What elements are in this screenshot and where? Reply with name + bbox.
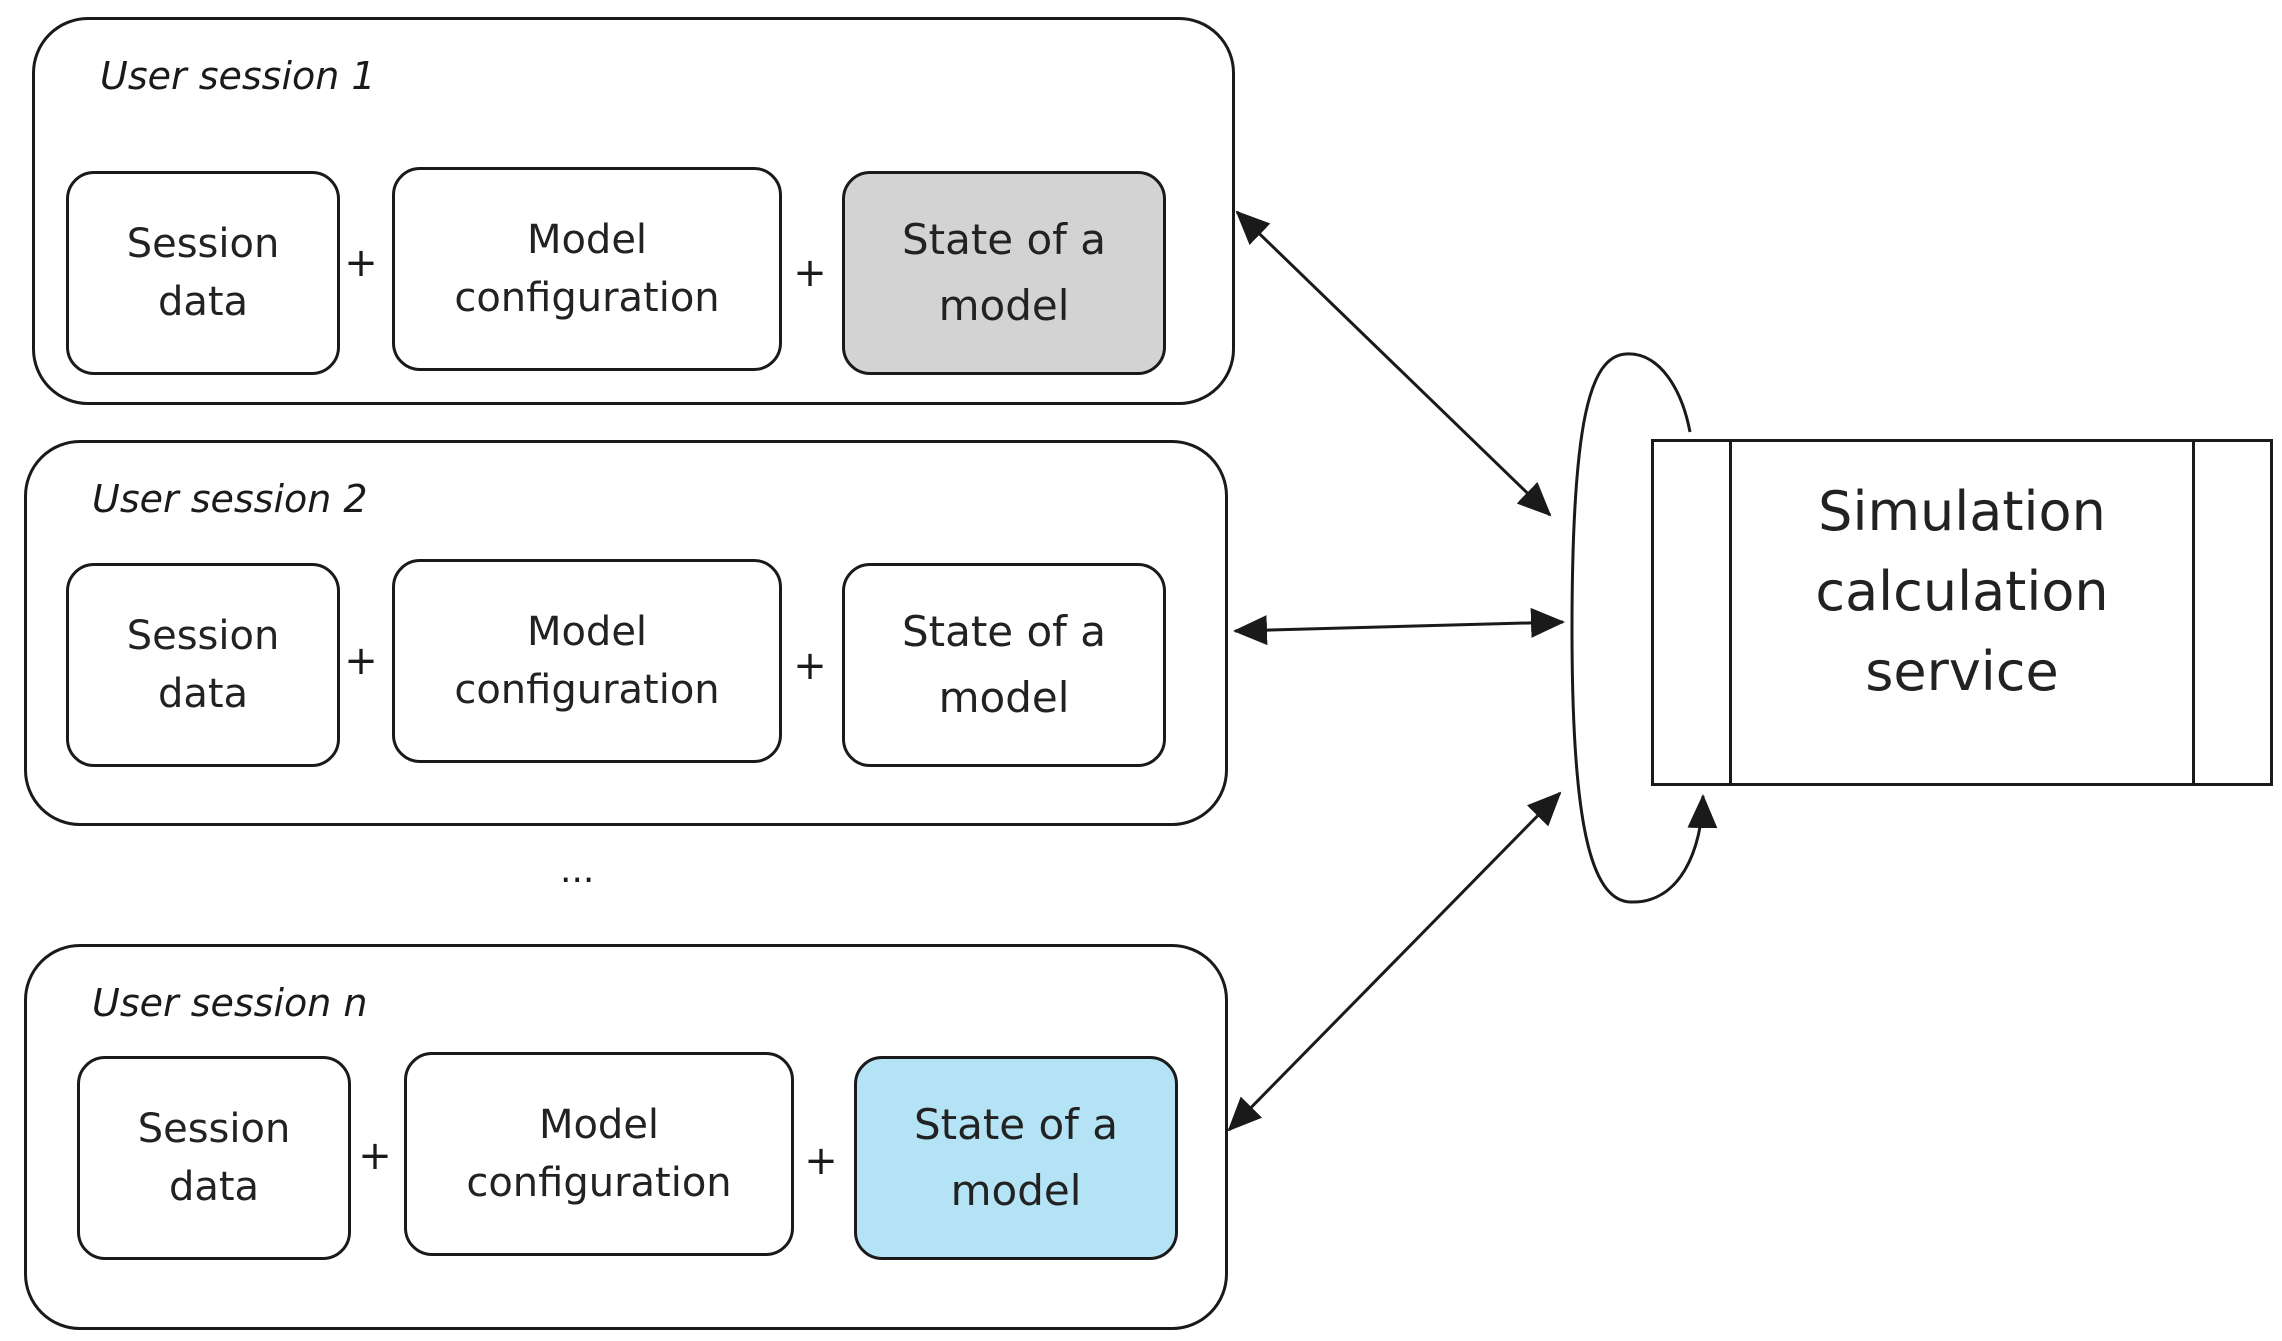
- session-data-label-line2: data: [157, 671, 249, 717]
- service-label: Simulation calculation service: [1732, 472, 2192, 712]
- state-label-line1: State of a: [901, 607, 1107, 656]
- plus-sign: +: [804, 1138, 838, 1184]
- plus-sign: +: [344, 240, 378, 286]
- user-session-n-title: User session n: [92, 981, 368, 1025]
- model-configuration-label-line2: configuration: [454, 667, 720, 713]
- arrow-session-1-service: [1235, 210, 1552, 517]
- session-data-label-line2: data: [168, 1164, 260, 1210]
- service-loop-arrow: [1570, 352, 1718, 904]
- model-configuration-label-line1: Model: [526, 217, 648, 263]
- session-2-model-configuration: Model configuration: [392, 559, 782, 763]
- model-configuration-label-line1: Model: [526, 609, 648, 655]
- session-data-label-line1: Session: [126, 613, 280, 659]
- plus-sign: +: [793, 250, 827, 296]
- plus-sign: +: [793, 643, 827, 689]
- arrow-session-2-service: [1233, 607, 1565, 646]
- state-label-line2: model: [938, 281, 1070, 330]
- session-n-session-data: Session data: [77, 1056, 351, 1260]
- session-2-session-data: Session data: [66, 563, 340, 767]
- service-label-line1: Simulation: [1818, 480, 2106, 543]
- state-label-line2: model: [950, 1166, 1082, 1215]
- model-configuration-label-line2: configuration: [466, 1160, 732, 1206]
- session-2-state-of-model: State of a model: [842, 563, 1166, 767]
- session-data-label-line1: Session: [137, 1106, 291, 1152]
- session-1-session-data: Session data: [66, 171, 340, 375]
- session-data-label-line1: Session: [126, 221, 280, 267]
- session-n-state-of-model: State of a model: [854, 1056, 1178, 1260]
- simulation-calculation-service: Simulation calculation service: [1651, 439, 2273, 786]
- session-n-model-configuration: Model configuration: [404, 1052, 794, 1256]
- service-label-line3: service: [1865, 640, 2059, 703]
- plus-sign: +: [358, 1133, 392, 1179]
- user-session-1-title: User session 1: [100, 54, 376, 98]
- model-configuration-label-line2: configuration: [454, 275, 720, 321]
- service-right-divider: [2192, 442, 2195, 783]
- plus-sign: +: [344, 638, 378, 684]
- state-label-line1: State of a: [901, 215, 1107, 264]
- session-1-state-of-model: State of a model: [842, 171, 1166, 375]
- state-label-line1: State of a: [913, 1100, 1119, 1149]
- service-left-divider: [1729, 442, 1732, 783]
- model-configuration-label-line1: Model: [538, 1102, 660, 1148]
- session-1-model-configuration: Model configuration: [392, 167, 782, 371]
- more-sessions-ellipsis: ...: [560, 850, 595, 891]
- service-label-line2: calculation: [1815, 560, 2109, 623]
- session-data-label-line2: data: [157, 279, 249, 325]
- user-session-2-title: User session 2: [92, 477, 368, 521]
- state-label-line2: model: [938, 673, 1070, 722]
- arrow-session-n-service: [1227, 791, 1562, 1132]
